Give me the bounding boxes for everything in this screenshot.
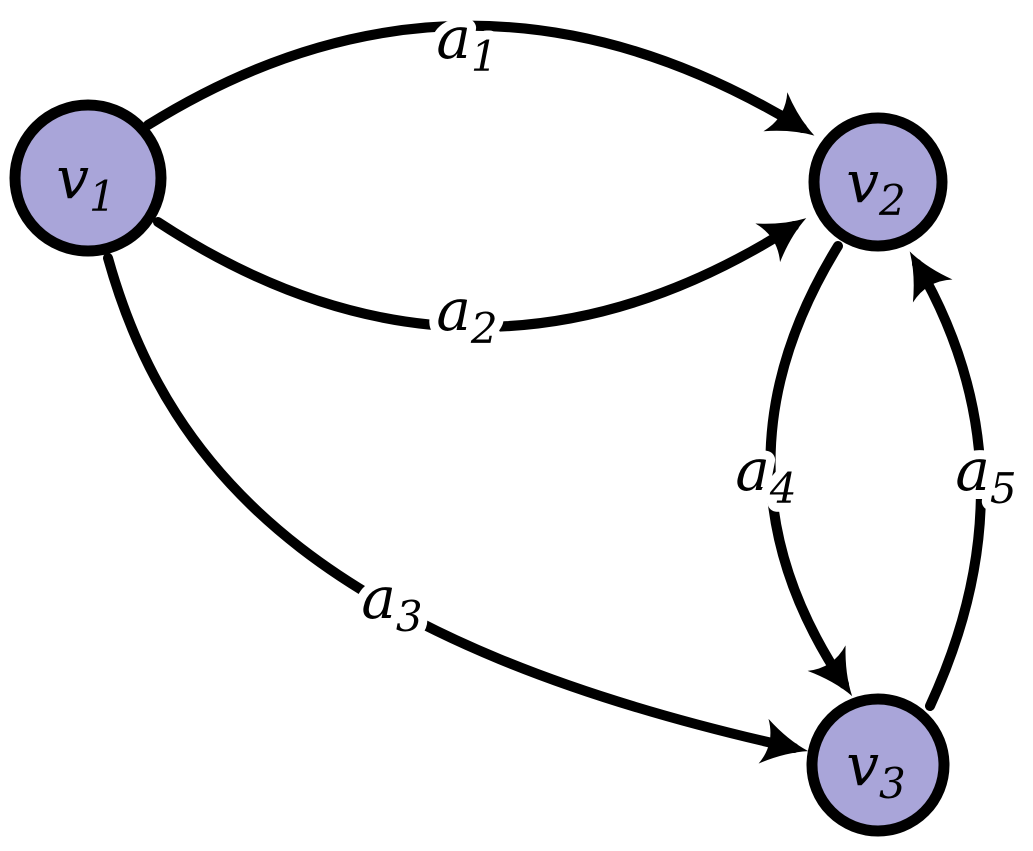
edge-a4-arrow	[765, 241, 853, 697]
node-v3-circle	[806, 693, 950, 837]
edge-label-a5: a5	[955, 436, 1016, 513]
edge-a1-arrow	[143, 20, 815, 136]
edge-a3-subscript: 3	[396, 592, 423, 641]
edge-a2-subscript: 2	[470, 304, 498, 353]
edge-a4-subscript: 4	[769, 464, 797, 513]
node-v1-letter: v	[56, 144, 89, 212]
edge-label-a3: a3	[361, 564, 422, 641]
node-v2-label: v2	[846, 148, 906, 225]
edge-a2-arrow	[153, 217, 807, 332]
node-v2-subscript: 2	[878, 176, 906, 225]
edge-label-a4: a4	[735, 436, 796, 513]
node-v2-letter: v	[846, 148, 879, 216]
edge-a1-subscript: 1	[471, 32, 498, 81]
edge-a1-letter: a	[436, 4, 471, 72]
edge-a2-letter: a	[436, 276, 471, 344]
node-v1-circle	[9, 99, 167, 257]
node-v3: v3	[806, 693, 950, 837]
edge-a5-subscript: 5	[990, 464, 1017, 513]
node-v2: v2	[808, 112, 948, 252]
edge-a3-arrow	[103, 253, 809, 764]
edge-a5-arrow	[909, 251, 986, 711]
node-v3-letter: v	[846, 731, 879, 799]
edge-a4-letter: a	[735, 436, 770, 504]
node-v1-label: v1	[56, 144, 116, 221]
node-v1: v1	[9, 99, 167, 257]
edge-a5-letter: a	[955, 436, 990, 504]
node-v2-circle	[808, 112, 948, 252]
node-v3-label: v3	[846, 731, 906, 808]
node-v3-subscript: 3	[879, 759, 906, 808]
edge-label-a2: a2	[436, 276, 497, 353]
edge-label-a1: a1	[436, 4, 497, 81]
edge-a3-letter: a	[361, 564, 396, 632]
node-v1-subscript: 1	[89, 172, 116, 221]
